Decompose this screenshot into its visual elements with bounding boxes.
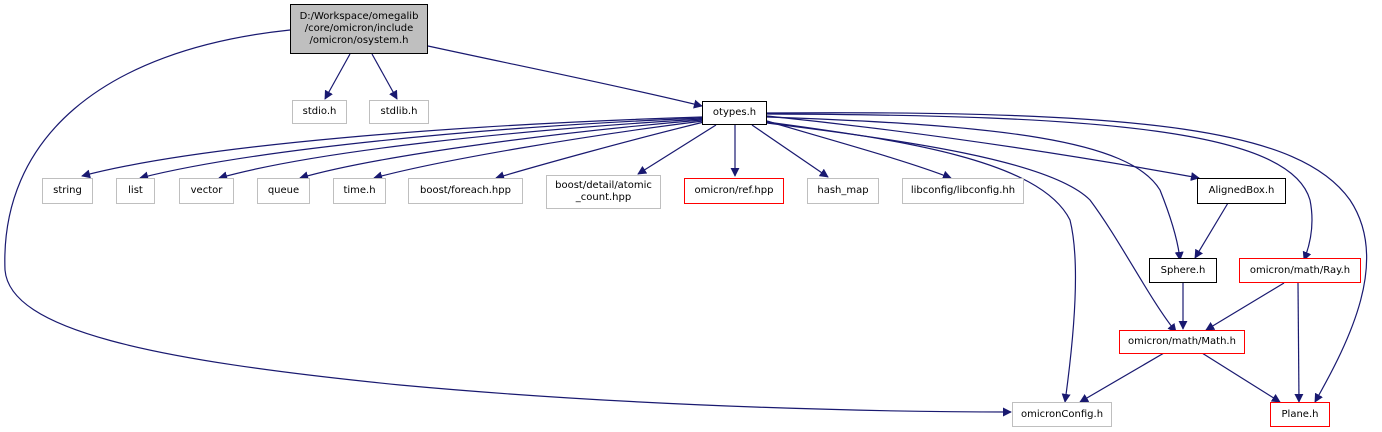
edge-otypes-string — [81, 116, 703, 179]
node-otypes-h[interactable]: otypes.h — [702, 101, 767, 125]
edge-otypes-plane — [766, 112, 1368, 403]
edge-otypes-libconfig — [766, 120, 952, 180]
node-atomic-line-1: boost/detail/atomic — [555, 180, 652, 191]
node-stdio-h[interactable]: stdio.h — [292, 100, 347, 124]
edge-osystem-otypes — [427, 45, 703, 109]
node-ray-label: omicron/math/Ray.h — [1249, 264, 1351, 276]
edge-otypes-time — [373, 120, 704, 181]
node-omicron-ref-label: omicron/ref.hpp — [694, 185, 774, 196]
node-vector-label: vector — [190, 185, 223, 196]
node-vector[interactable]: vector — [179, 178, 234, 204]
node-boost-foreach[interactable]: boost/foreach.hpp — [408, 178, 523, 204]
edge-otypes-sphere — [766, 116, 1184, 261]
node-queue[interactable]: queue — [257, 178, 310, 204]
node-otypes-label: otypes.h — [712, 107, 757, 118]
node-omicron-ref[interactable]: omicron/ref.hpp — [684, 178, 784, 204]
edge-otypes-config — [766, 121, 1077, 403]
node-sphere-label: Sphere.h — [1160, 264, 1206, 276]
node-sphere-h[interactable]: Sphere.h — [1149, 258, 1217, 283]
node-libconfig-label: libconfig/libconfig.hh — [910, 185, 1016, 196]
node-omicron-math-ray[interactable]: omicron/math/Ray.h — [1239, 258, 1361, 283]
node-time-label: time.h — [343, 185, 376, 196]
node-osystem-h[interactable]: D:/Workspace/omegalib /core/omicron/incl… — [290, 4, 428, 54]
node-list-label: list — [128, 185, 143, 196]
edge-otypes-list — [139, 117, 703, 181]
node-stdio-label: stdio.h — [302, 106, 337, 117]
node-omicron-math-math[interactable]: omicron/math/Math.h — [1119, 330, 1245, 354]
edge-otypes-ray — [766, 113, 1313, 261]
node-osystem-line-2: /core/omicron/include — [304, 23, 414, 34]
node-queue-label: queue — [267, 185, 300, 196]
edge-otypes-vector — [218, 118, 703, 181]
edge-otypes-foreach — [495, 121, 705, 181]
edge-ray-plane — [1294, 282, 1304, 403]
node-list[interactable]: list — [116, 178, 155, 204]
node-boost-atomic-count[interactable]: boost/detail/atomic _count.hpp — [546, 175, 661, 209]
node-osystem-line-3: /omicron/osystem.h — [309, 35, 409, 46]
edge-otypes-math — [766, 122, 1177, 333]
node-string[interactable]: string — [42, 178, 93, 204]
node-alignedbox-label: AlignedBox.h — [1208, 185, 1275, 196]
edge-math-plane — [1201, 352, 1281, 403]
node-libconfig[interactable]: libconfig/libconfig.hh — [902, 178, 1024, 204]
edge-osystem-stdio — [324, 53, 351, 100]
node-math-label: omicron/math/Math.h — [1128, 336, 1236, 347]
node-plane-label: Plane.h — [1281, 408, 1319, 420]
node-osystem-line-1: D:/Workspace/omegalib — [299, 11, 419, 22]
node-time-h[interactable]: time.h — [333, 178, 386, 204]
node-atomic-line-2: _count.hpp — [575, 192, 632, 203]
node-string-label: string — [53, 185, 82, 196]
edge-otypes-atomic — [637, 124, 717, 175]
edge-otypes-hashmap — [751, 124, 829, 178]
edge-otypes-alignedbox — [766, 115, 1200, 181]
node-omicronconfig-h[interactable]: omicronConfig.h — [1012, 402, 1112, 427]
node-hash-map[interactable]: hash_map — [807, 178, 879, 204]
edge-alignedbox-sphere — [1194, 202, 1229, 259]
node-boost-foreach-label: boost/foreach.hpp — [420, 185, 511, 196]
node-stdlib-h[interactable]: stdlib.h — [369, 100, 429, 124]
node-stdlib-label: stdlib.h — [380, 106, 418, 117]
node-plane-h[interactable]: Plane.h — [1270, 402, 1330, 427]
node-alignedbox-h[interactable]: AlignedBox.h — [1197, 178, 1286, 204]
edge-math-config — [1079, 352, 1165, 403]
node-hash-map-label: hash_map — [817, 185, 869, 196]
edge-osystem-config — [4, 29, 1012, 417]
node-omicronconfig-label: omicronConfig.h — [1020, 408, 1104, 420]
edge-ray-math — [1205, 282, 1285, 331]
edge-osystem-stdlib — [371, 53, 398, 100]
edge-otypes-queue — [299, 119, 703, 181]
